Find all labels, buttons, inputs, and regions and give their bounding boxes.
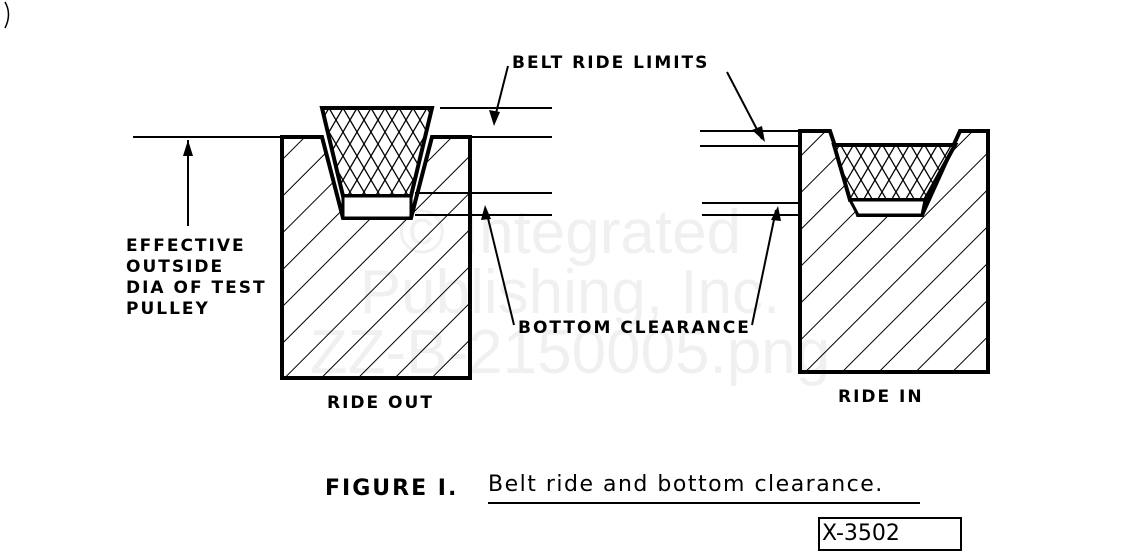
effective-dia-label: EFFECTIVE OUTSIDE DIA OF TEST PULLEY	[126, 236, 267, 320]
ride-out-label: RIDE OUT	[327, 393, 434, 413]
ride-in-pulley	[798, 129, 990, 374]
bottom-clearance-label: BOTTOM CLEARANCE	[518, 318, 751, 338]
ride-in-label: RIDE IN	[838, 387, 924, 407]
label-line: DIA OF TEST	[126, 278, 267, 298]
label-line: OUTSIDE	[126, 257, 225, 277]
watermark: © Integrated Publishing, Inc. ZZ-B-21500…	[220, 198, 920, 387]
watermark-line: Publishing, Inc.	[359, 258, 781, 327]
watermark-line: ZZ-B-2150005.png	[309, 318, 831, 387]
figure-number: FIGURE I.	[325, 476, 459, 501]
label-line: EFFECTIVE	[126, 236, 246, 256]
figure-id-box: X-3502	[818, 517, 962, 551]
reference-lines	[133, 65, 800, 326]
label-line: PULLEY	[126, 299, 210, 319]
watermark-line: © Integrated	[398, 198, 742, 267]
arrowheads	[183, 110, 781, 221]
figure-title: Belt ride and bottom clearance.	[488, 472, 884, 497]
ride-out-pulley	[280, 106, 472, 380]
belt-ride-limits-label: BELT RIDE LIMITS	[512, 53, 710, 73]
